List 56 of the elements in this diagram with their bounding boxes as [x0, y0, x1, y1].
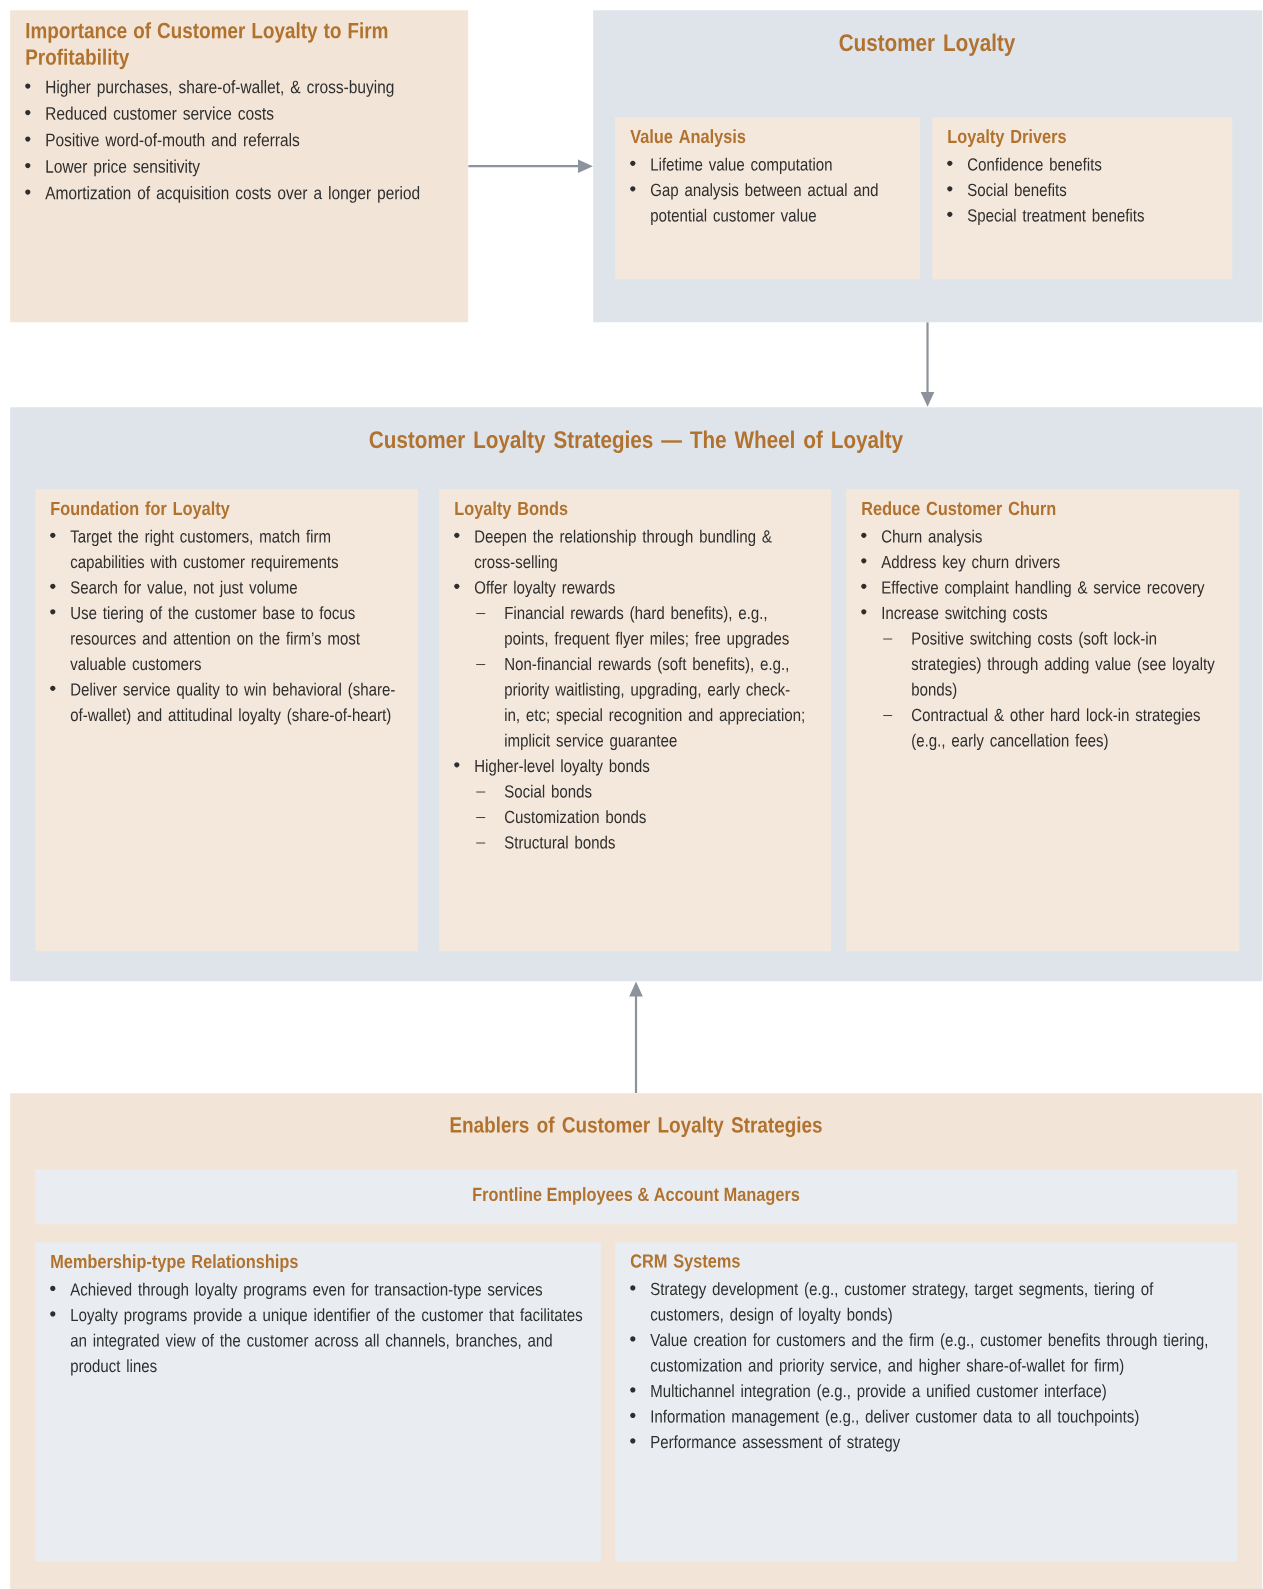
bullet-item: Contractual & other hard lock-in strategies (e.g., early cancellation fees) [882, 708, 1200, 751]
bullet-item: Deliver service quality to win behavioral (share-of-wallet) and attitudinal loyalty (share-of-heart) [50, 682, 395, 725]
bullet-item: Non-financial rewards (soft benefits), e.g., priority waitlisting, upgrading, early check-in, etc; special recognition and appreciation; implicit service guarantee [475, 657, 804, 751]
bullet-item: Churn analysis [861, 529, 982, 547]
bullet-item: Achieved through loyalty programs even for transaction-type services [50, 1282, 543, 1300]
bullet-item: Social benefits [947, 183, 1067, 197]
box-heading: Customer Loyalty Strategies — The Wheel of Loyalty [369, 430, 903, 453]
text-box [35, 1242, 602, 1562]
bullet-item: Lower price sensitivity [25, 159, 200, 177]
box-heading: Loyalty Drivers [948, 129, 1066, 147]
text-box [932, 117, 1233, 280]
bullet-item: Customization bonds [475, 810, 646, 824]
bullet-item: Gap analysis between actual and potential customer value [630, 183, 878, 226]
bullet-item: Information management (e.g., deliver customer data to all touchpoints) [630, 1409, 1139, 1427]
bullet-item: Target the right customers, match firm capabilities with customer requirements [50, 529, 339, 572]
box-heading: Customer Loyalty [839, 33, 1016, 56]
bullet-item: Effective complaint handling & service recovery [861, 580, 1205, 598]
box-heading: Frontline Employees & Account Managers [473, 1187, 800, 1205]
text-box [35, 489, 419, 952]
bullet-item: Confidence benefits [947, 157, 1102, 171]
bullet-item: Loyalty programs provide a unique identifier of the customer that facilitates an integrated view of the customer across all channels, branches, and product lines [50, 1308, 583, 1376]
bullet-item: Search for value, not just volume [50, 580, 297, 598]
text-box [35, 1169, 1238, 1225]
bullet-item: Increase switching costs [861, 606, 1048, 623]
bullet-item: Higher purchases, share-of-wallet, & cross-buying [25, 80, 394, 97]
box-heading: Foundation for Loyalty [51, 501, 230, 519]
bullet-item: Address key churn drivers [861, 555, 1060, 572]
box-heading: Importance of Customer Loyalty to Firm Profitability [26, 22, 388, 70]
text-box [615, 117, 921, 280]
bullet-item: Lifetime value computation [630, 157, 832, 175]
box-heading: CRM Systems [630, 1254, 740, 1272]
box-heading: Value Analysis [630, 129, 746, 147]
bullet-item: Special treatment benefits [947, 208, 1144, 226]
box-heading: Enablers of Customer Loyalty Strategies [450, 1116, 822, 1138]
box-heading: Loyalty Bonds [455, 501, 568, 519]
text-box [439, 489, 832, 952]
bullet-item: Higher-level loyalty bonds [454, 759, 650, 776]
box-heading: Membership-type Relationships [51, 1254, 298, 1272]
bullet-item: Strategy development (e.g., customer strategy, target segments, tiering of customers, design of loyalty bonds) [630, 1282, 1154, 1325]
bullet-item: Value creation for customers and the firm (e.g., customer benefits through tiering, customization and priority service, and higher share-of-wallet for firm) [630, 1333, 1208, 1376]
bullet-item: Performance assessment of strategy [630, 1435, 901, 1452]
text-box [615, 1242, 1238, 1562]
text-box [10, 10, 469, 323]
bullet-item: Offer loyalty rewards [454, 580, 615, 598]
bullet-item: Reduced customer service costs [25, 106, 274, 120]
bullet-item: Social bonds [475, 784, 592, 798]
bullet-item: Use tiering of the customer base to focus resources and attention on the firm’s most valuable customers [50, 606, 360, 671]
bullet-item: Structural bonds [475, 835, 615, 849]
bullet-item: Positive word-of-mouth and referrals [25, 133, 300, 147]
bullet-item: Deepen the relationship through bundling & cross-selling [454, 529, 772, 572]
bullet-item: Positive switching costs (soft lock-in strategies) through adding value (see loyalty bonds) [882, 631, 1215, 700]
box-heading: Reduce Customer Churn [862, 501, 1056, 516]
bullet-item: Multichannel integration (e.g., provide a unified customer interface) [630, 1384, 1106, 1401]
bullet-item: Financial rewards (hard benefits), e.g., points, frequent flyer miles; free upgrades [475, 606, 789, 649]
bullet-item: Amortization of acquisition costs over a longer period [25, 186, 420, 203]
text-box [846, 489, 1240, 952]
